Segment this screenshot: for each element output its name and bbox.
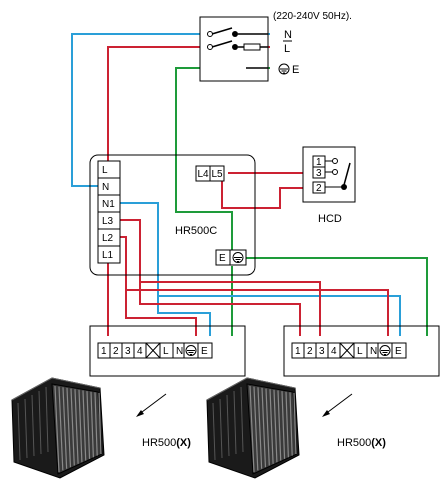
hcd-device: 1 3 2 [302, 146, 356, 203]
switch-contact-open [207, 44, 213, 50]
terminal-label: L2 [102, 233, 114, 244]
earth-icon [278, 63, 290, 75]
neutral-wires [71, 33, 401, 336]
supply-earth-label: E [292, 64, 299, 76]
fan-2-label: HR500(X) [337, 437, 386, 449]
switch-contact-open [332, 158, 338, 164]
terminal-label: L [102, 165, 108, 176]
terminal-label: 3 [125, 346, 131, 357]
terminal-label: 2 [307, 346, 313, 357]
switch-contact-closed [341, 184, 347, 190]
neutral-wire-supply [71, 33, 270, 187]
terminal-label: 2 [113, 346, 119, 357]
controller-right-terminals: L4 L5 [195, 165, 225, 182]
switch-contact-closed [232, 31, 238, 37]
fan-unit-1-icon [11, 377, 105, 479]
switch-contact-open [332, 169, 338, 175]
terminal-label: N [370, 346, 377, 357]
live-wire-fan2-t2 [140, 281, 321, 336]
fan-2-suffix: (X) [371, 437, 386, 449]
terminal-label: 3 [316, 168, 322, 179]
switch-blade [211, 40, 233, 48]
terminal-label: L3 [102, 216, 114, 227]
switch-contact-open [207, 31, 213, 37]
arrow-to-fan-2 [322, 393, 353, 417]
terminal-label: L5 [212, 169, 224, 180]
fuse-symbol [243, 43, 261, 51]
terminal-label: E [201, 346, 208, 357]
controller-name: HR500C [175, 225, 217, 237]
fan-2-model: HR500 [337, 437, 371, 449]
switch-contact-closed [232, 44, 238, 50]
live-wire-fan2-t1 [126, 289, 389, 336]
terminal-label: L [357, 346, 363, 357]
supply-switch [199, 16, 269, 82]
supply-voltage-label: (220-240V 50Hz). [273, 11, 352, 22]
live-wire-l5-to-hcd [221, 181, 313, 209]
terminal-label: N [102, 182, 109, 193]
switch-blade [211, 27, 233, 35]
earth-wire-controller-to-fan2 [246, 257, 428, 336]
terminal-label: N1 [102, 199, 115, 210]
terminal-label: 4 [331, 346, 337, 357]
fan-1-label: HR500(X) [142, 437, 191, 449]
terminal-label: 4 [137, 346, 143, 357]
terminal-label: E [395, 346, 402, 357]
terminal-label: 1 [295, 346, 301, 357]
earth-icon [232, 252, 244, 263]
arrow-to-fan-1 [136, 393, 167, 417]
terminal-label: 1 [101, 346, 107, 357]
terminal-label: L1 [102, 250, 114, 261]
hcd-name: HCD [318, 213, 342, 225]
terminal-label: E [219, 253, 226, 264]
supply-neutral-label: N [284, 29, 292, 41]
fan-1-suffix: (X) [176, 437, 191, 449]
earth-icon [185, 345, 197, 356]
fan-1-model: HR500 [142, 437, 176, 449]
fan-unit-2-icon [206, 377, 300, 479]
terminal-label: L [163, 346, 169, 357]
live-wire-l2-to-fans [120, 236, 197, 336]
neutral-wire-n1-to-fans [120, 202, 211, 336]
earth-icon [379, 345, 391, 356]
neutral-wire-fan2 [158, 295, 401, 336]
terminal-label: 2 [316, 183, 322, 194]
controller-earth-terminal: E [215, 249, 247, 266]
earth-wire-supply-to-controller [175, 67, 270, 250]
supply-live-label: L [284, 43, 290, 55]
terminal-label: N [176, 346, 183, 357]
terminal-label: L4 [198, 169, 210, 180]
hcd-box [302, 146, 356, 203]
controller-box [89, 154, 256, 276]
switch-blade [343, 162, 351, 186]
terminal-label: 1 [316, 157, 322, 168]
terminal-label: 3 [319, 346, 325, 357]
live-wire-l3-to-fans [120, 219, 301, 336]
